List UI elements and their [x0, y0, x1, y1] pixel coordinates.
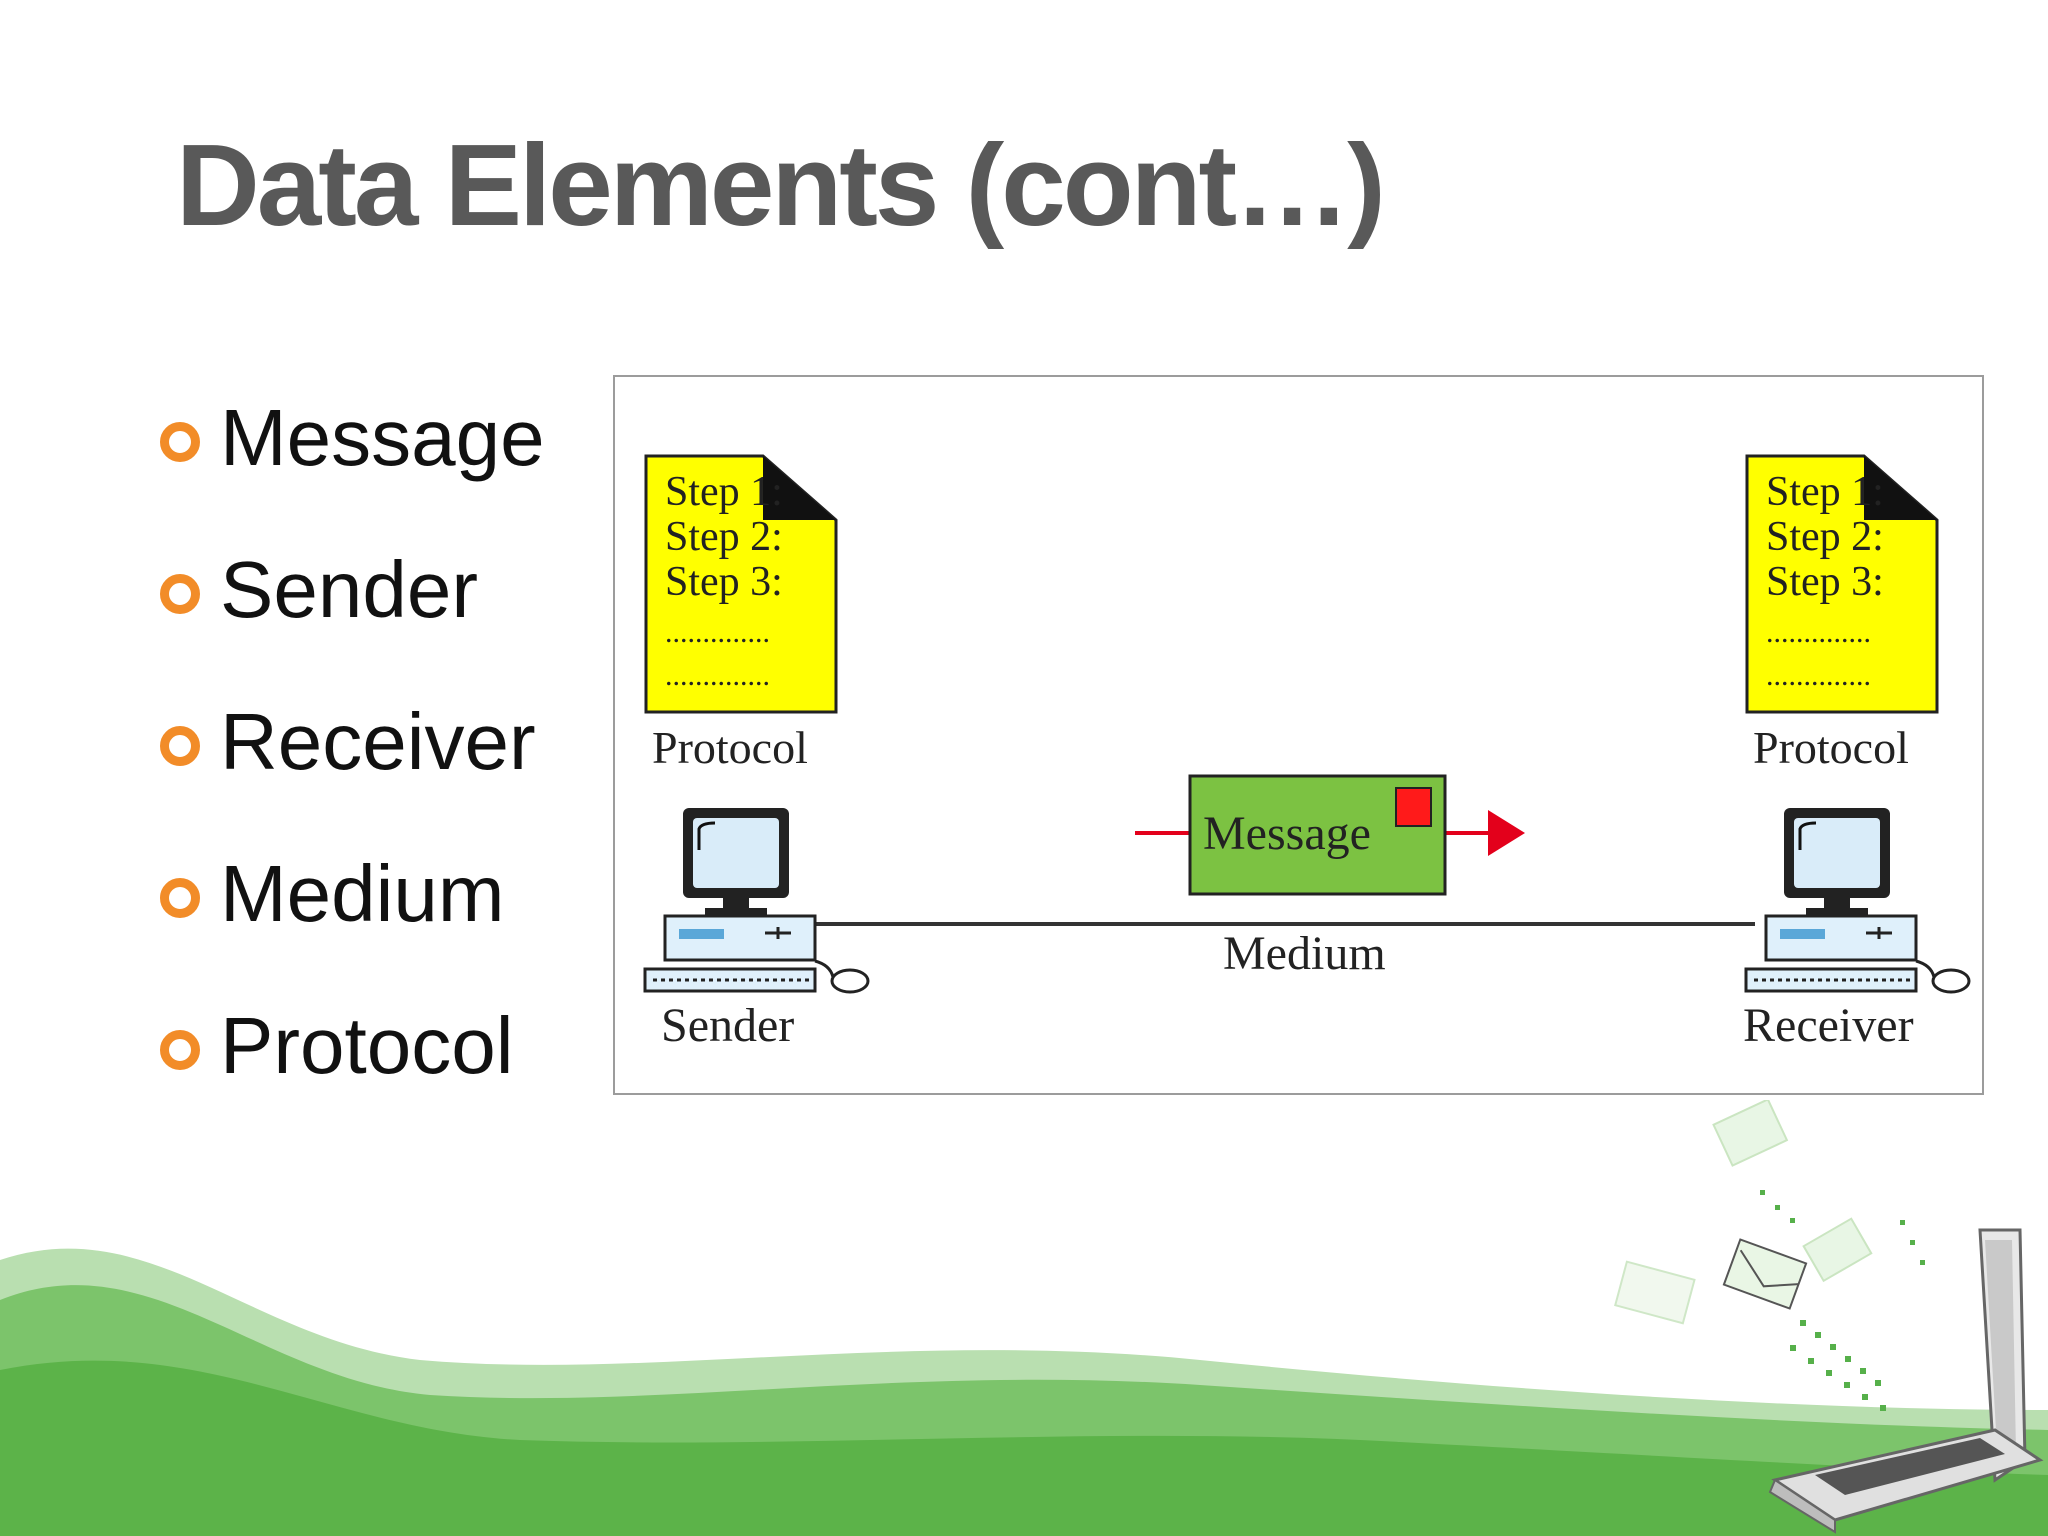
circle-bullet-icon: [160, 574, 200, 614]
sender-protocol-label: Protocol: [652, 722, 808, 773]
circle-bullet-icon: [160, 422, 200, 462]
bullet-item-receiver: Receiver: [160, 692, 545, 844]
stamp-icon: [1395, 787, 1432, 827]
background-wave: [0, 1248, 2048, 1536]
bullet-item-protocol: Protocol: [160, 996, 545, 1148]
protocol-step-1: Step 1:: [665, 469, 783, 515]
receiver-protocol-label: Protocol: [1753, 722, 1909, 773]
slide-title: Data Elements (cont…): [176, 120, 1386, 250]
folded-corner-icon: [1864, 456, 1937, 520]
protocol-dots: ..............: [1766, 616, 1871, 649]
receiver-computer-icon: [1744, 808, 1971, 994]
message-arrow: [1135, 810, 1525, 856]
protocol-step-2: Step 2:: [665, 514, 783, 560]
bullet-item-message: Message: [160, 388, 545, 540]
protocol-dots: ..............: [665, 616, 770, 649]
protocol-step-1: Step 1:: [1766, 469, 1884, 515]
folded-corner-icon: [763, 456, 836, 520]
laptop-icon: [1768, 1228, 2044, 1534]
message-envelope: Message: [1188, 774, 1447, 896]
envelope-icon: [1722, 1238, 1808, 1310]
bullet-label: Message: [220, 393, 545, 482]
laptop-envelopes-illustration: [1614, 1100, 2044, 1534]
arrow-head-icon: [1488, 810, 1525, 856]
circle-bullet-icon: [160, 1030, 200, 1070]
communication-diagram: Step 1: Step 2: Step 3: .............. .…: [613, 375, 1984, 1095]
bullet-label: Sender: [220, 545, 478, 634]
bullet-label: Receiver: [220, 697, 536, 786]
sender-label: Sender: [661, 999, 794, 1052]
bullet-label: Protocol: [220, 1001, 514, 1090]
protocol-dots: ..............: [665, 659, 770, 692]
sender-computer-icon: [643, 808, 870, 994]
message-label: Message: [1203, 807, 1371, 860]
bullet-item-medium: Medium: [160, 844, 545, 996]
envelope-icon: [1712, 1100, 1789, 1167]
protocol-step-2: Step 2:: [1766, 514, 1884, 560]
bullet-list: Message Sender Receiver Medium Protocol: [160, 388, 545, 1148]
circle-bullet-icon: [160, 878, 200, 918]
envelope-icon: [1802, 1217, 1873, 1283]
protocol-step-3: Step 3:: [665, 559, 783, 605]
medium-label: Medium: [1223, 927, 1386, 980]
protocol-dots: ..............: [1766, 659, 1871, 692]
receiver-label: Receiver: [1743, 999, 1914, 1052]
bullet-label: Medium: [220, 849, 505, 938]
envelope-icon: [1614, 1260, 1696, 1325]
protocol-step-3: Step 3:: [1766, 559, 1884, 605]
sender-protocol-document: Step 1: Step 2: Step 3: .............. .…: [644, 454, 838, 714]
receiver-protocol-document: Step 1: Step 2: Step 3: .............. .…: [1745, 454, 1939, 714]
circle-bullet-icon: [160, 726, 200, 766]
bullet-item-sender: Sender: [160, 540, 545, 692]
